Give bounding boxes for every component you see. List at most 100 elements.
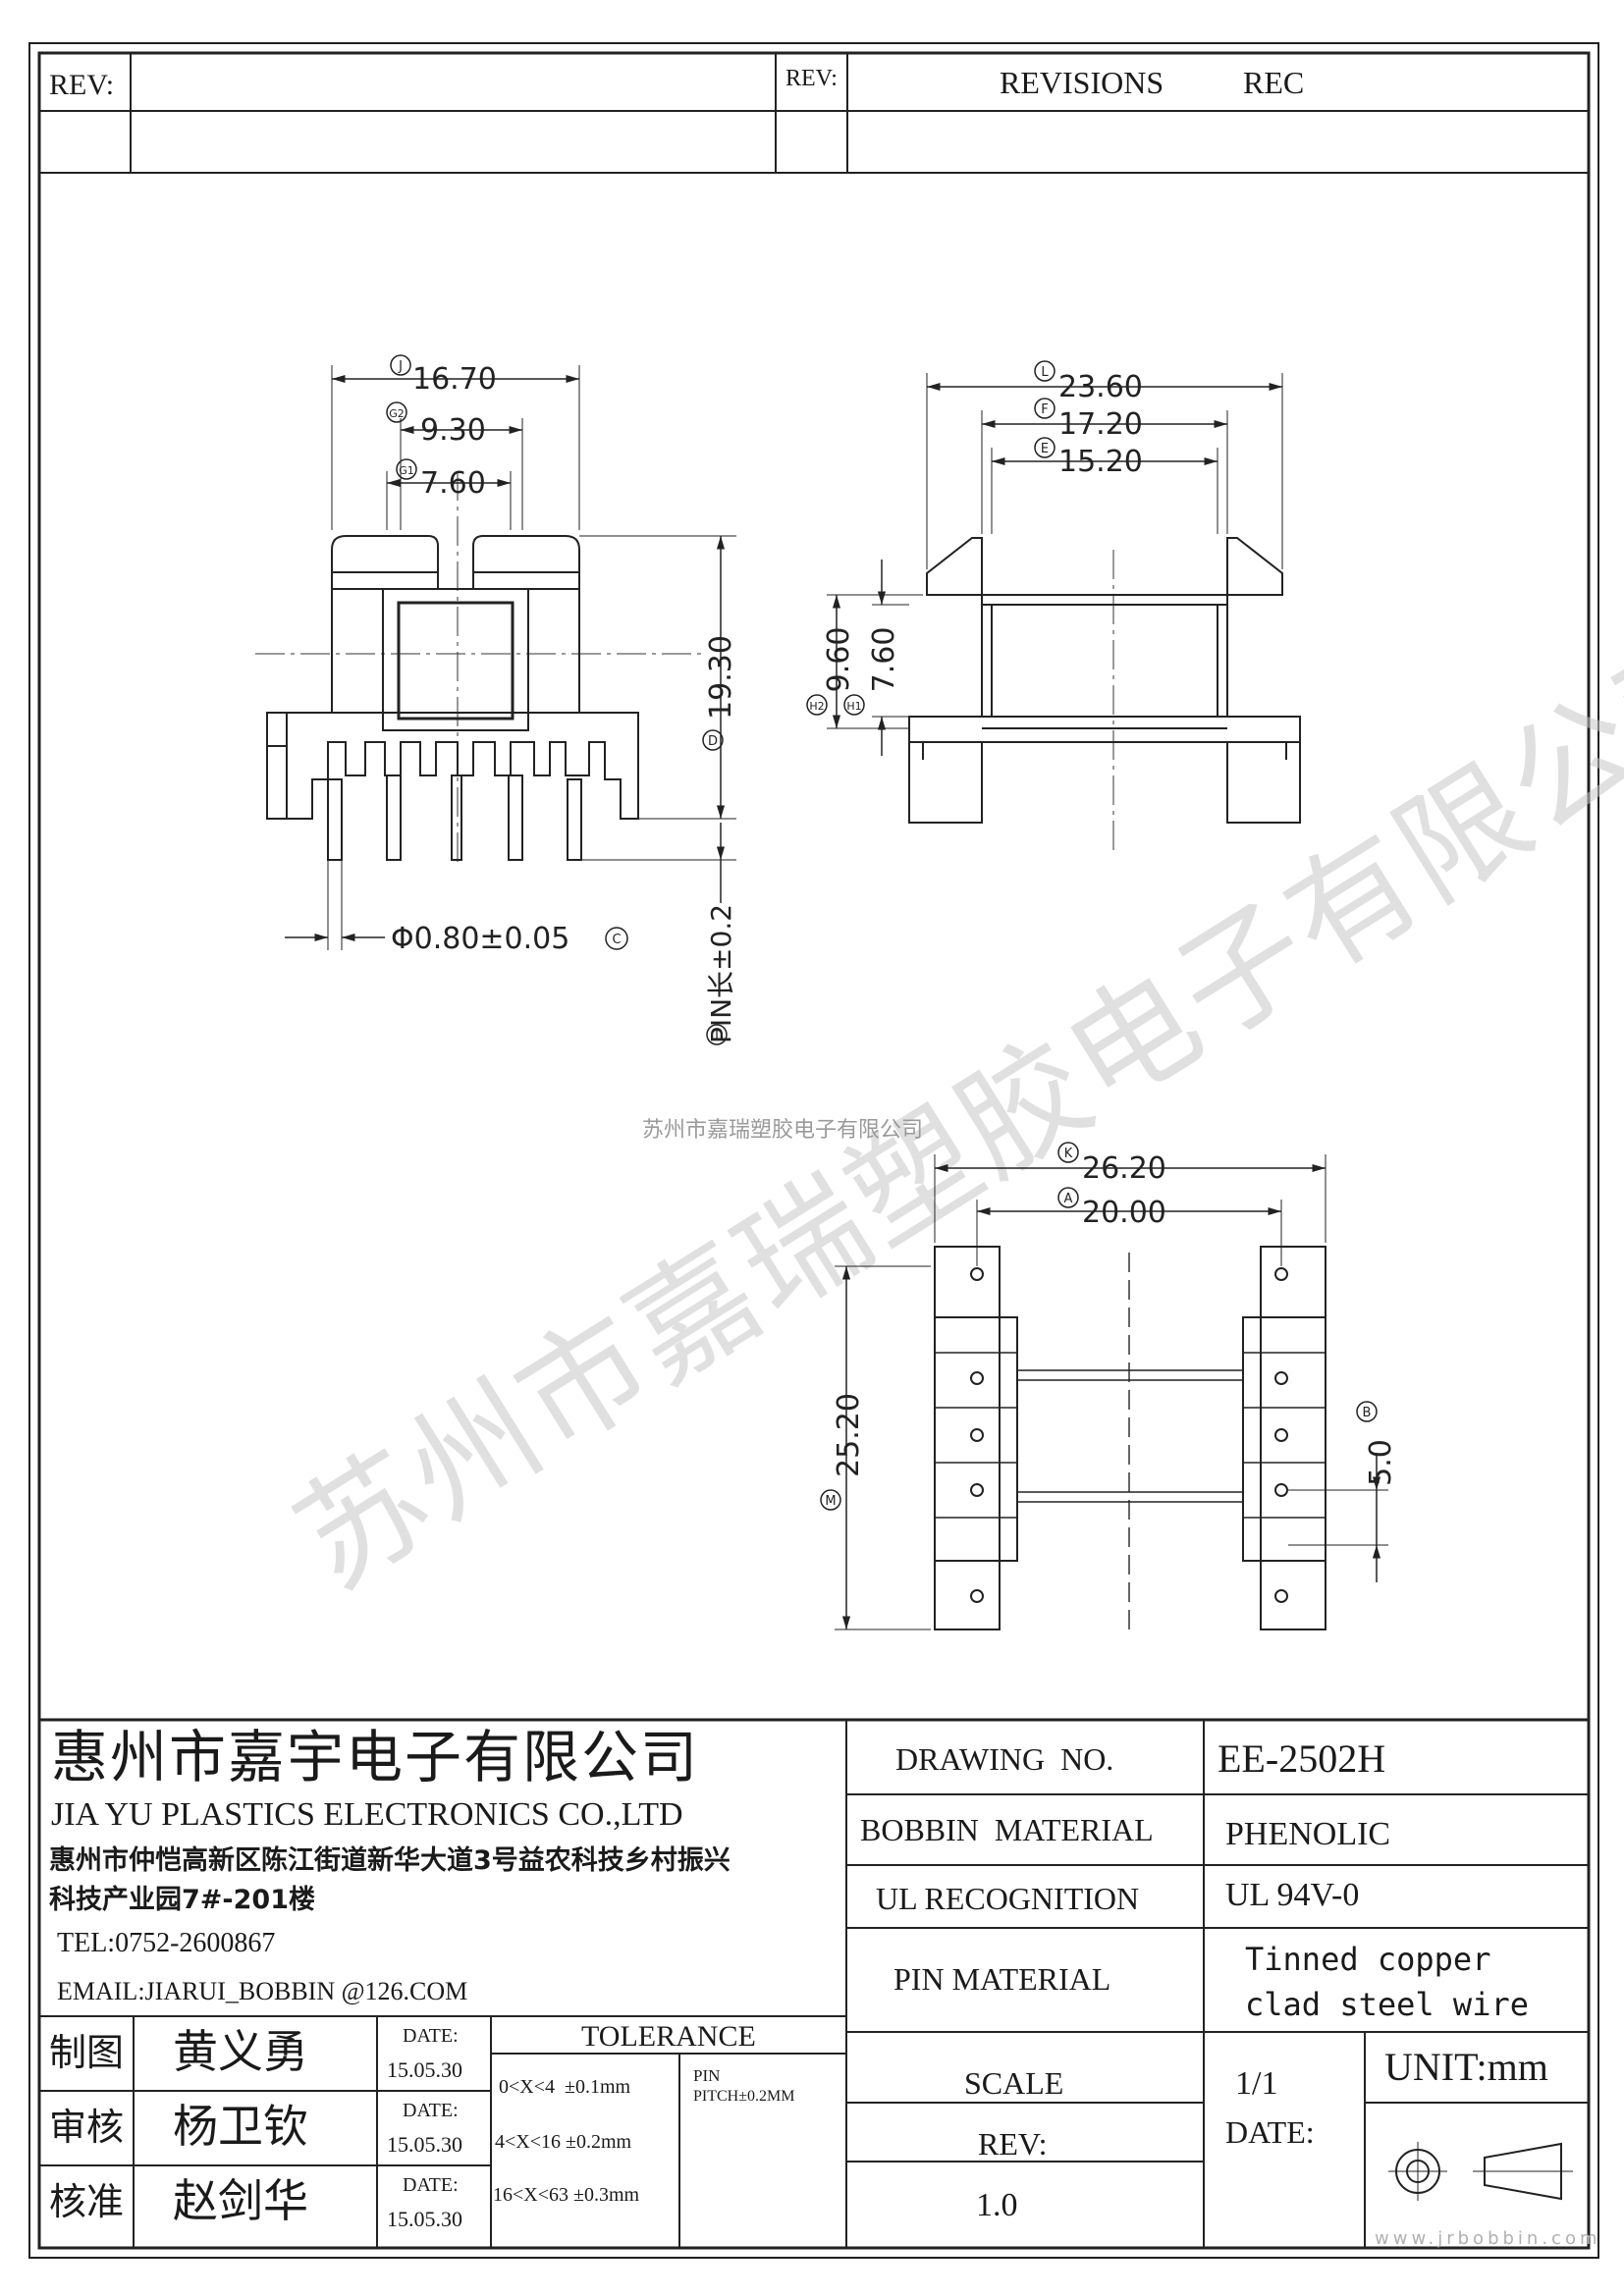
company-name-cn: 惠州市嘉宇电子有限公司 xyxy=(51,1726,700,1789)
drawing-no-label: DRAWING NO. xyxy=(895,1741,1114,1777)
bottom-pins xyxy=(970,1267,1288,1603)
side-bottom-bar xyxy=(908,716,1301,743)
bottom-dimension-lines xyxy=(841,1163,1381,1629)
tolerance-row-2: 4<X<16 ±0.2mm xyxy=(495,2131,632,2153)
bobbin-material-value: PHENOLIC xyxy=(1225,1816,1391,1852)
front-width-inner: 7.60 xyxy=(420,466,486,501)
side-dimension-lines xyxy=(832,382,1282,756)
side-width-inner: 15.20 xyxy=(1058,445,1143,479)
side-tag-h2: H2 xyxy=(809,700,824,713)
signoff-role-checked: 审核 xyxy=(49,2106,125,2149)
rev-label-left: REV: xyxy=(49,69,115,101)
unit-label: UNIT:mm xyxy=(1384,2045,1548,2089)
front-tag-g2: G2 xyxy=(389,407,405,420)
revision-block xyxy=(39,53,1589,174)
bottom-view xyxy=(835,1154,1388,1630)
signoff-name-checked: 杨卫钦 xyxy=(173,2102,308,2152)
side-tag-h1: H1 xyxy=(846,700,861,713)
front-width-mid: 9.30 xyxy=(420,413,486,448)
side-foot-right xyxy=(1226,742,1301,824)
rev-label: REV: xyxy=(978,2126,1048,2162)
company-tel: TEL:0752-2600867 xyxy=(57,1928,276,1958)
signoff-role-drawn: 制图 xyxy=(49,2031,125,2074)
front-tag-i: I xyxy=(715,1029,719,1043)
signoff-date-label-approved: DATE: xyxy=(403,2174,459,2196)
front-base xyxy=(266,712,639,820)
bottom-tag-k: K xyxy=(1064,1147,1073,1161)
front-tag-j: J xyxy=(398,359,403,374)
rev-value: 1.0 xyxy=(976,2187,1018,2223)
bottom-pinblock-left xyxy=(934,1316,1018,1562)
company-address-line2: 科技产业园7#-201楼 xyxy=(49,1885,315,1915)
signoff-date-checked: 15.05.30 xyxy=(387,2132,462,2157)
side-width-mid: 17.20 xyxy=(1058,407,1143,442)
side-extension-lines xyxy=(827,373,1283,729)
tolerance-row-3: 16<X<63 ±0.3mm xyxy=(493,2184,640,2206)
watermark-caption: 苏州市嘉瑞塑胶电子有限公司 xyxy=(642,1118,923,1143)
dimension-labels: J 16.70 G2 9.30 G1 7.60 19.30 D Φ0.80±0.… xyxy=(386,354,1398,1511)
side-top-flange-left xyxy=(926,537,983,596)
scale-label: SCALE xyxy=(964,2065,1064,2101)
ul-recognition-value: UL 94V-0 xyxy=(1225,1877,1360,1913)
front-pin-diameter: Φ0.80±0.05 xyxy=(391,922,569,956)
side-top-flange-right xyxy=(1226,537,1283,596)
bottom-width-inner: 20.00 xyxy=(1082,1196,1166,1230)
rec-label: REC xyxy=(1243,65,1305,100)
signoff-role-approved: 核准 xyxy=(49,2180,125,2223)
bottom-extension-lines xyxy=(835,1154,1388,1630)
front-width-overall: 16.70 xyxy=(412,362,497,397)
bottom-rail-left xyxy=(934,1246,1001,1630)
front-top-flange-right xyxy=(472,535,580,589)
side-width-overall: 23.60 xyxy=(1058,370,1143,404)
bottom-rail-right xyxy=(1260,1246,1326,1630)
front-tag-d: D xyxy=(708,734,718,749)
title-block-grid xyxy=(39,1718,1589,2248)
signoff-date-approved: 15.05.30 xyxy=(387,2207,462,2231)
front-window-outer xyxy=(382,588,529,731)
side-tag-e: E xyxy=(1041,442,1049,456)
tolerance-label: TOLERANCE xyxy=(581,2020,756,2053)
bottom-pinblock-right xyxy=(1242,1316,1326,1562)
bottom-tag-b: B xyxy=(1363,1406,1372,1420)
company-name-en: JIA YU PLASTICS ELECTRONICS CO.,LTD xyxy=(51,1796,683,1833)
front-view xyxy=(255,365,736,950)
bottom-pitch: 5.0 xyxy=(1364,1439,1398,1486)
bottom-tag-m: M xyxy=(825,1494,836,1509)
front-top-flange-left xyxy=(331,535,439,589)
bottom-tag-a: A xyxy=(1064,1192,1073,1206)
scale-value: 1/1 xyxy=(1235,2065,1278,2102)
date-label-main: DATE: xyxy=(1225,2114,1315,2150)
front-window-inner xyxy=(397,601,514,721)
side-tag-f: F xyxy=(1041,402,1048,417)
front-centerlines xyxy=(255,471,707,864)
sheet-border xyxy=(28,42,1599,2259)
tolerance-row-1: 0<X<4 ±0.1mm xyxy=(499,2076,631,2098)
signoff-date-label-checked: DATE: xyxy=(403,2100,459,2121)
pin-material-label: PIN MATERIAL xyxy=(893,1961,1111,1997)
drawing-no-value: EE-2502H xyxy=(1218,1736,1386,1781)
front-pins xyxy=(327,774,582,861)
side-view xyxy=(827,373,1301,854)
signoff-date-drawn: 15.05.30 xyxy=(387,2057,462,2082)
rev-label-right: REV: xyxy=(785,66,838,91)
signoff-name-approved: 赵剑华 xyxy=(173,2176,308,2226)
side-height-inner: 7.60 xyxy=(867,627,901,693)
pin-pitch-line2: PITCH±0.2MM xyxy=(693,2088,795,2105)
pin-pitch-line1: PIN xyxy=(693,2066,721,2085)
projection-symbol-icon xyxy=(1388,2142,1573,2201)
side-foot-left xyxy=(908,742,983,824)
watermark-diagonal: 苏州市嘉瑞塑胶电子有限公司 xyxy=(272,600,1624,1617)
company-address-line1: 惠州市仲恺高新区陈江街道新华大道3号益农科技乡村振兴 xyxy=(49,1845,731,1876)
front-extension-lines xyxy=(327,365,736,950)
pin-material-line1: Tinned copper xyxy=(1245,1941,1491,1978)
watermark-site: www.jrbobbin.com xyxy=(1375,2228,1601,2249)
bottom-width-overall: 26.20 xyxy=(1082,1151,1166,1186)
bottom-connectors xyxy=(1017,1369,1243,1503)
front-dimension-lines xyxy=(285,374,726,942)
pin-material-line2: clad steel wire xyxy=(1245,1986,1529,2023)
side-tag-l: L xyxy=(1041,365,1049,380)
front-tag-g1: G1 xyxy=(399,464,414,477)
side-height-outer: 9.60 xyxy=(822,627,856,693)
